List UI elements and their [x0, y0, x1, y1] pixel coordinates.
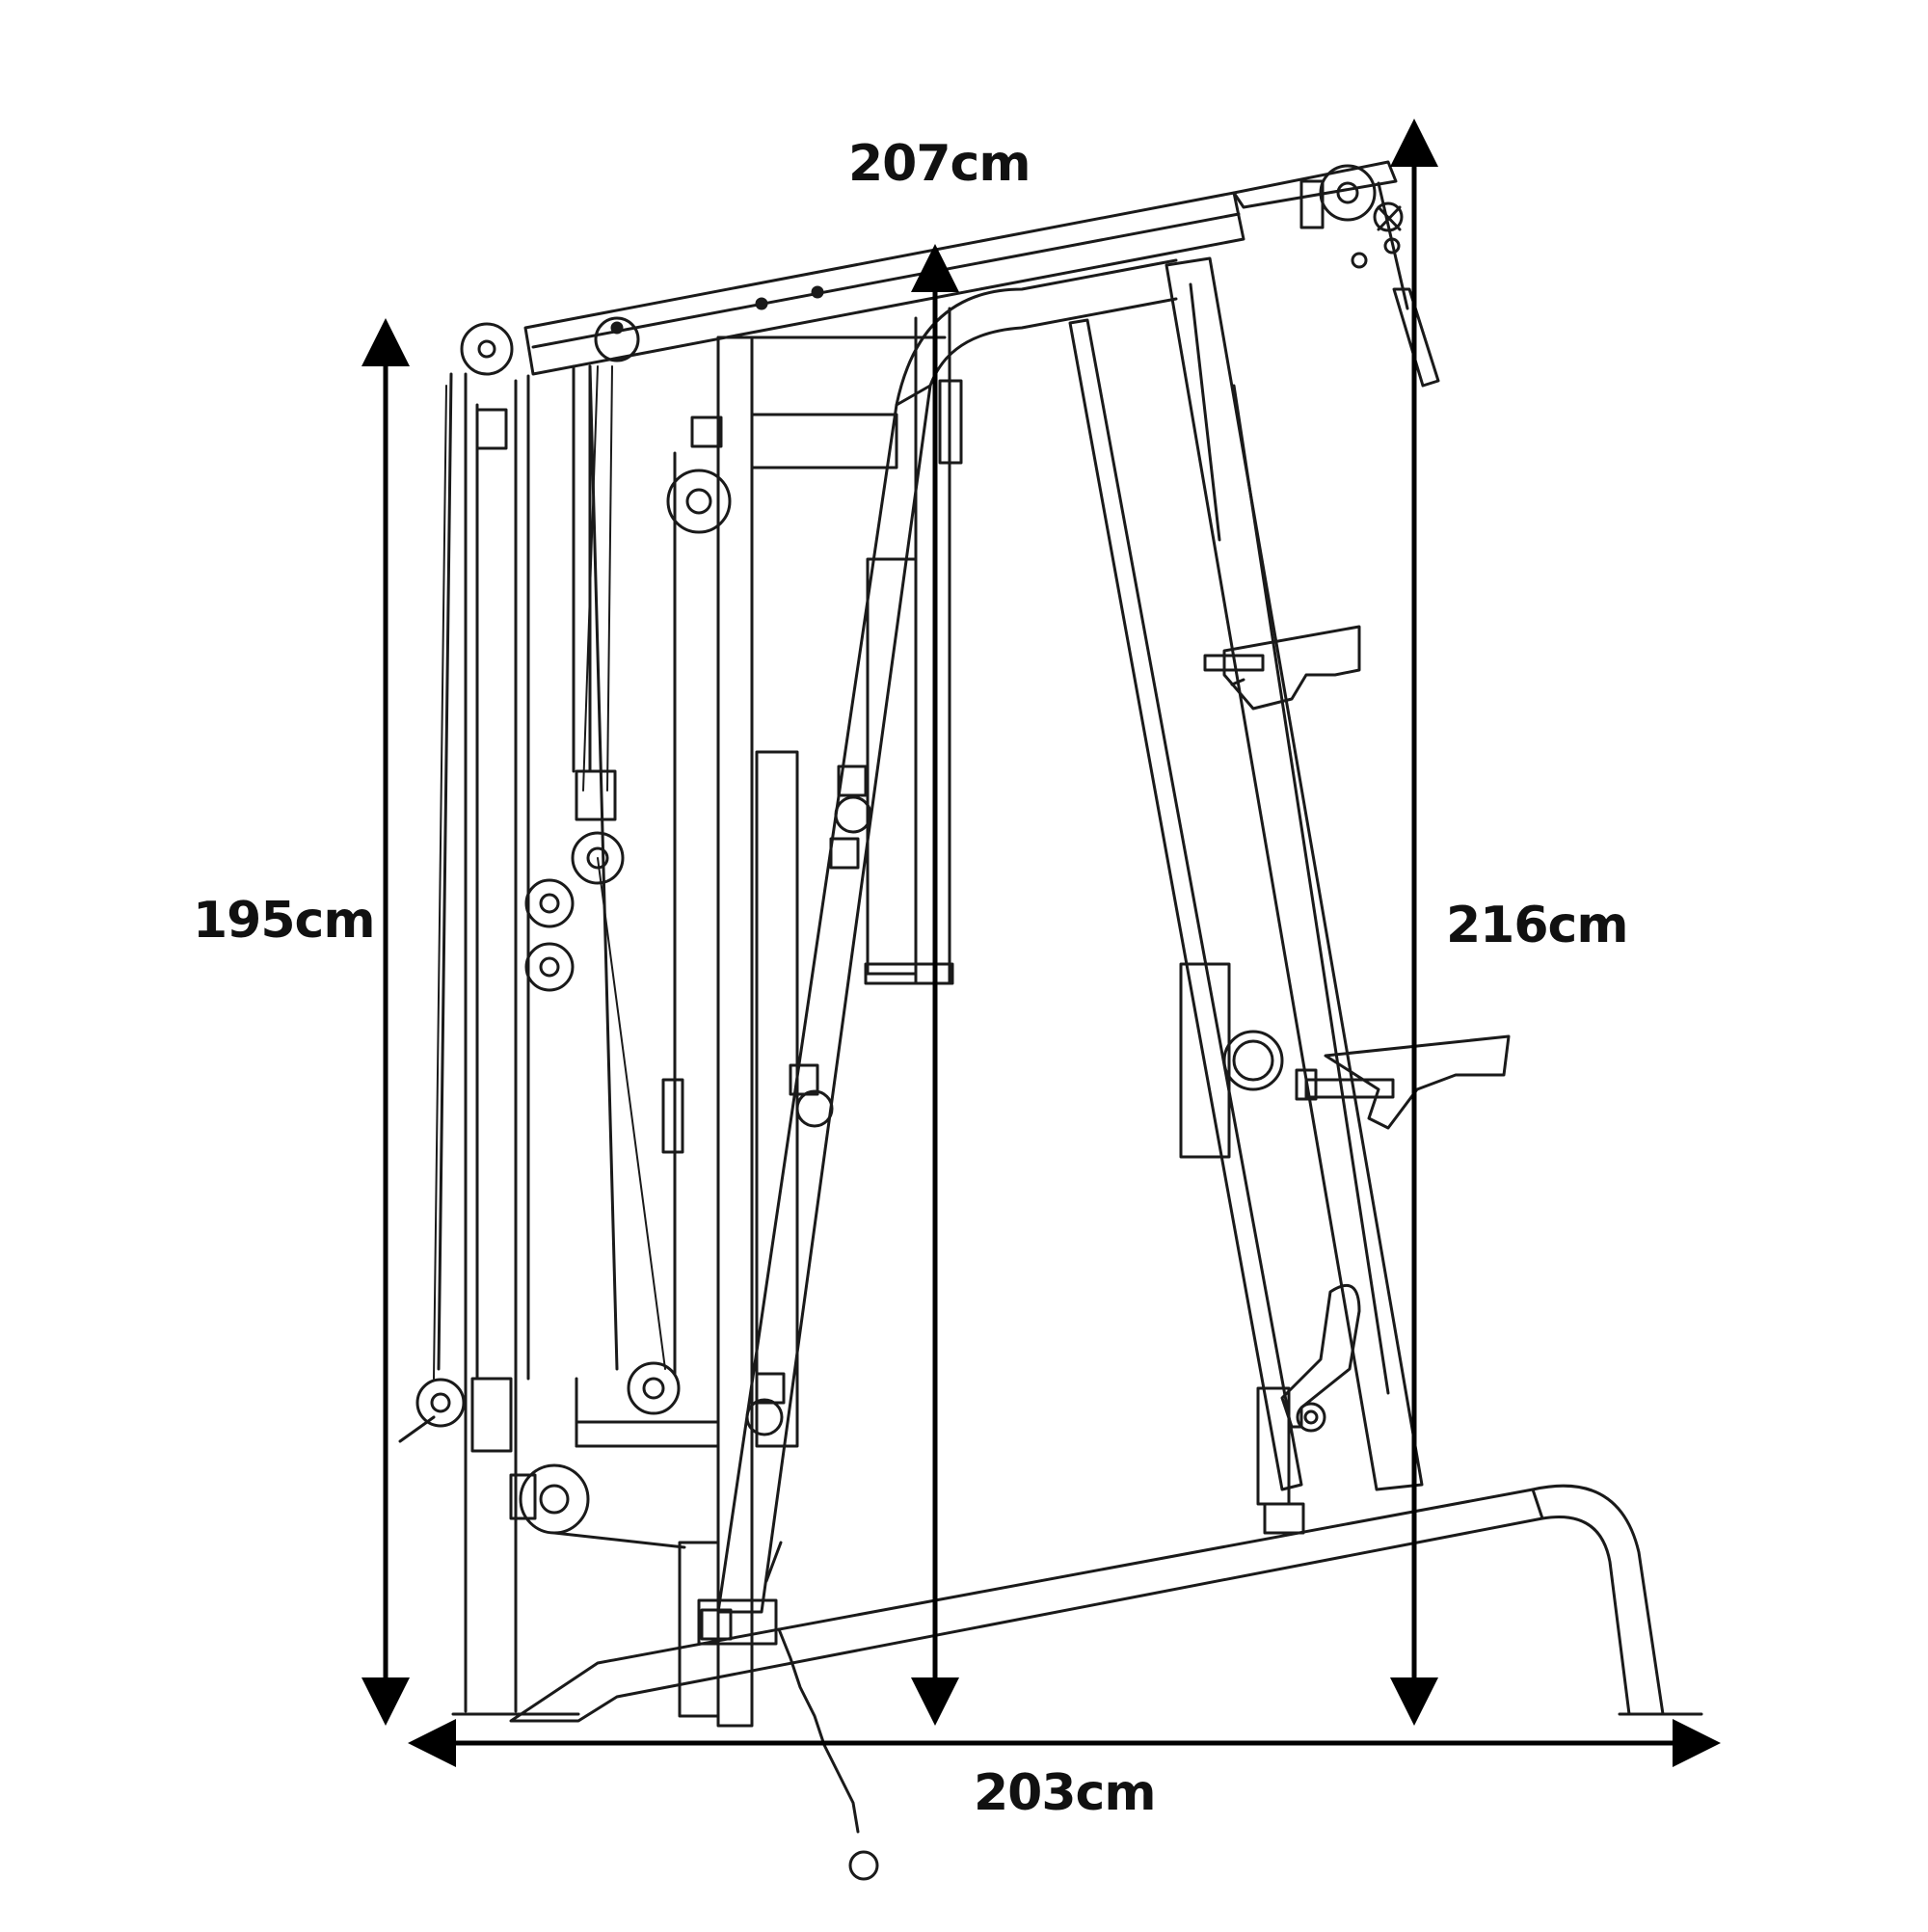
- top-beam: [523, 160, 1398, 376]
- right-inner-rail: [1068, 318, 1305, 1535]
- top-right-pulley: [1319, 164, 1440, 388]
- inner-cable-channel: [571, 364, 684, 1376]
- base-width-label: 203cm: [974, 1764, 1157, 1822]
- safety-stop: [1280, 1283, 1361, 1433]
- weight-stack: [575, 335, 947, 1728]
- cables: [433, 365, 666, 1380]
- left-height-label: 195cm: [193, 892, 376, 950]
- middle-pulleys: [524, 416, 732, 992]
- top-span-label: 207cm: [848, 135, 1031, 193]
- right-outer-rail: [1165, 256, 1424, 1491]
- top-left-pulley: [460, 316, 640, 376]
- weight-chain: [764, 1541, 879, 1881]
- plate-holder-upper: [1203, 625, 1361, 711]
- dimension-arrows: [362, 119, 1721, 1767]
- right-height-label: 216cm: [1446, 897, 1629, 954]
- plate-holder-lower: [1295, 1034, 1511, 1130]
- lower-left-pulleys: [398, 1361, 686, 1549]
- left-upright: [437, 372, 530, 1713]
- base-frame: [451, 1484, 1703, 1723]
- center-vertical-bar: [864, 307, 963, 985]
